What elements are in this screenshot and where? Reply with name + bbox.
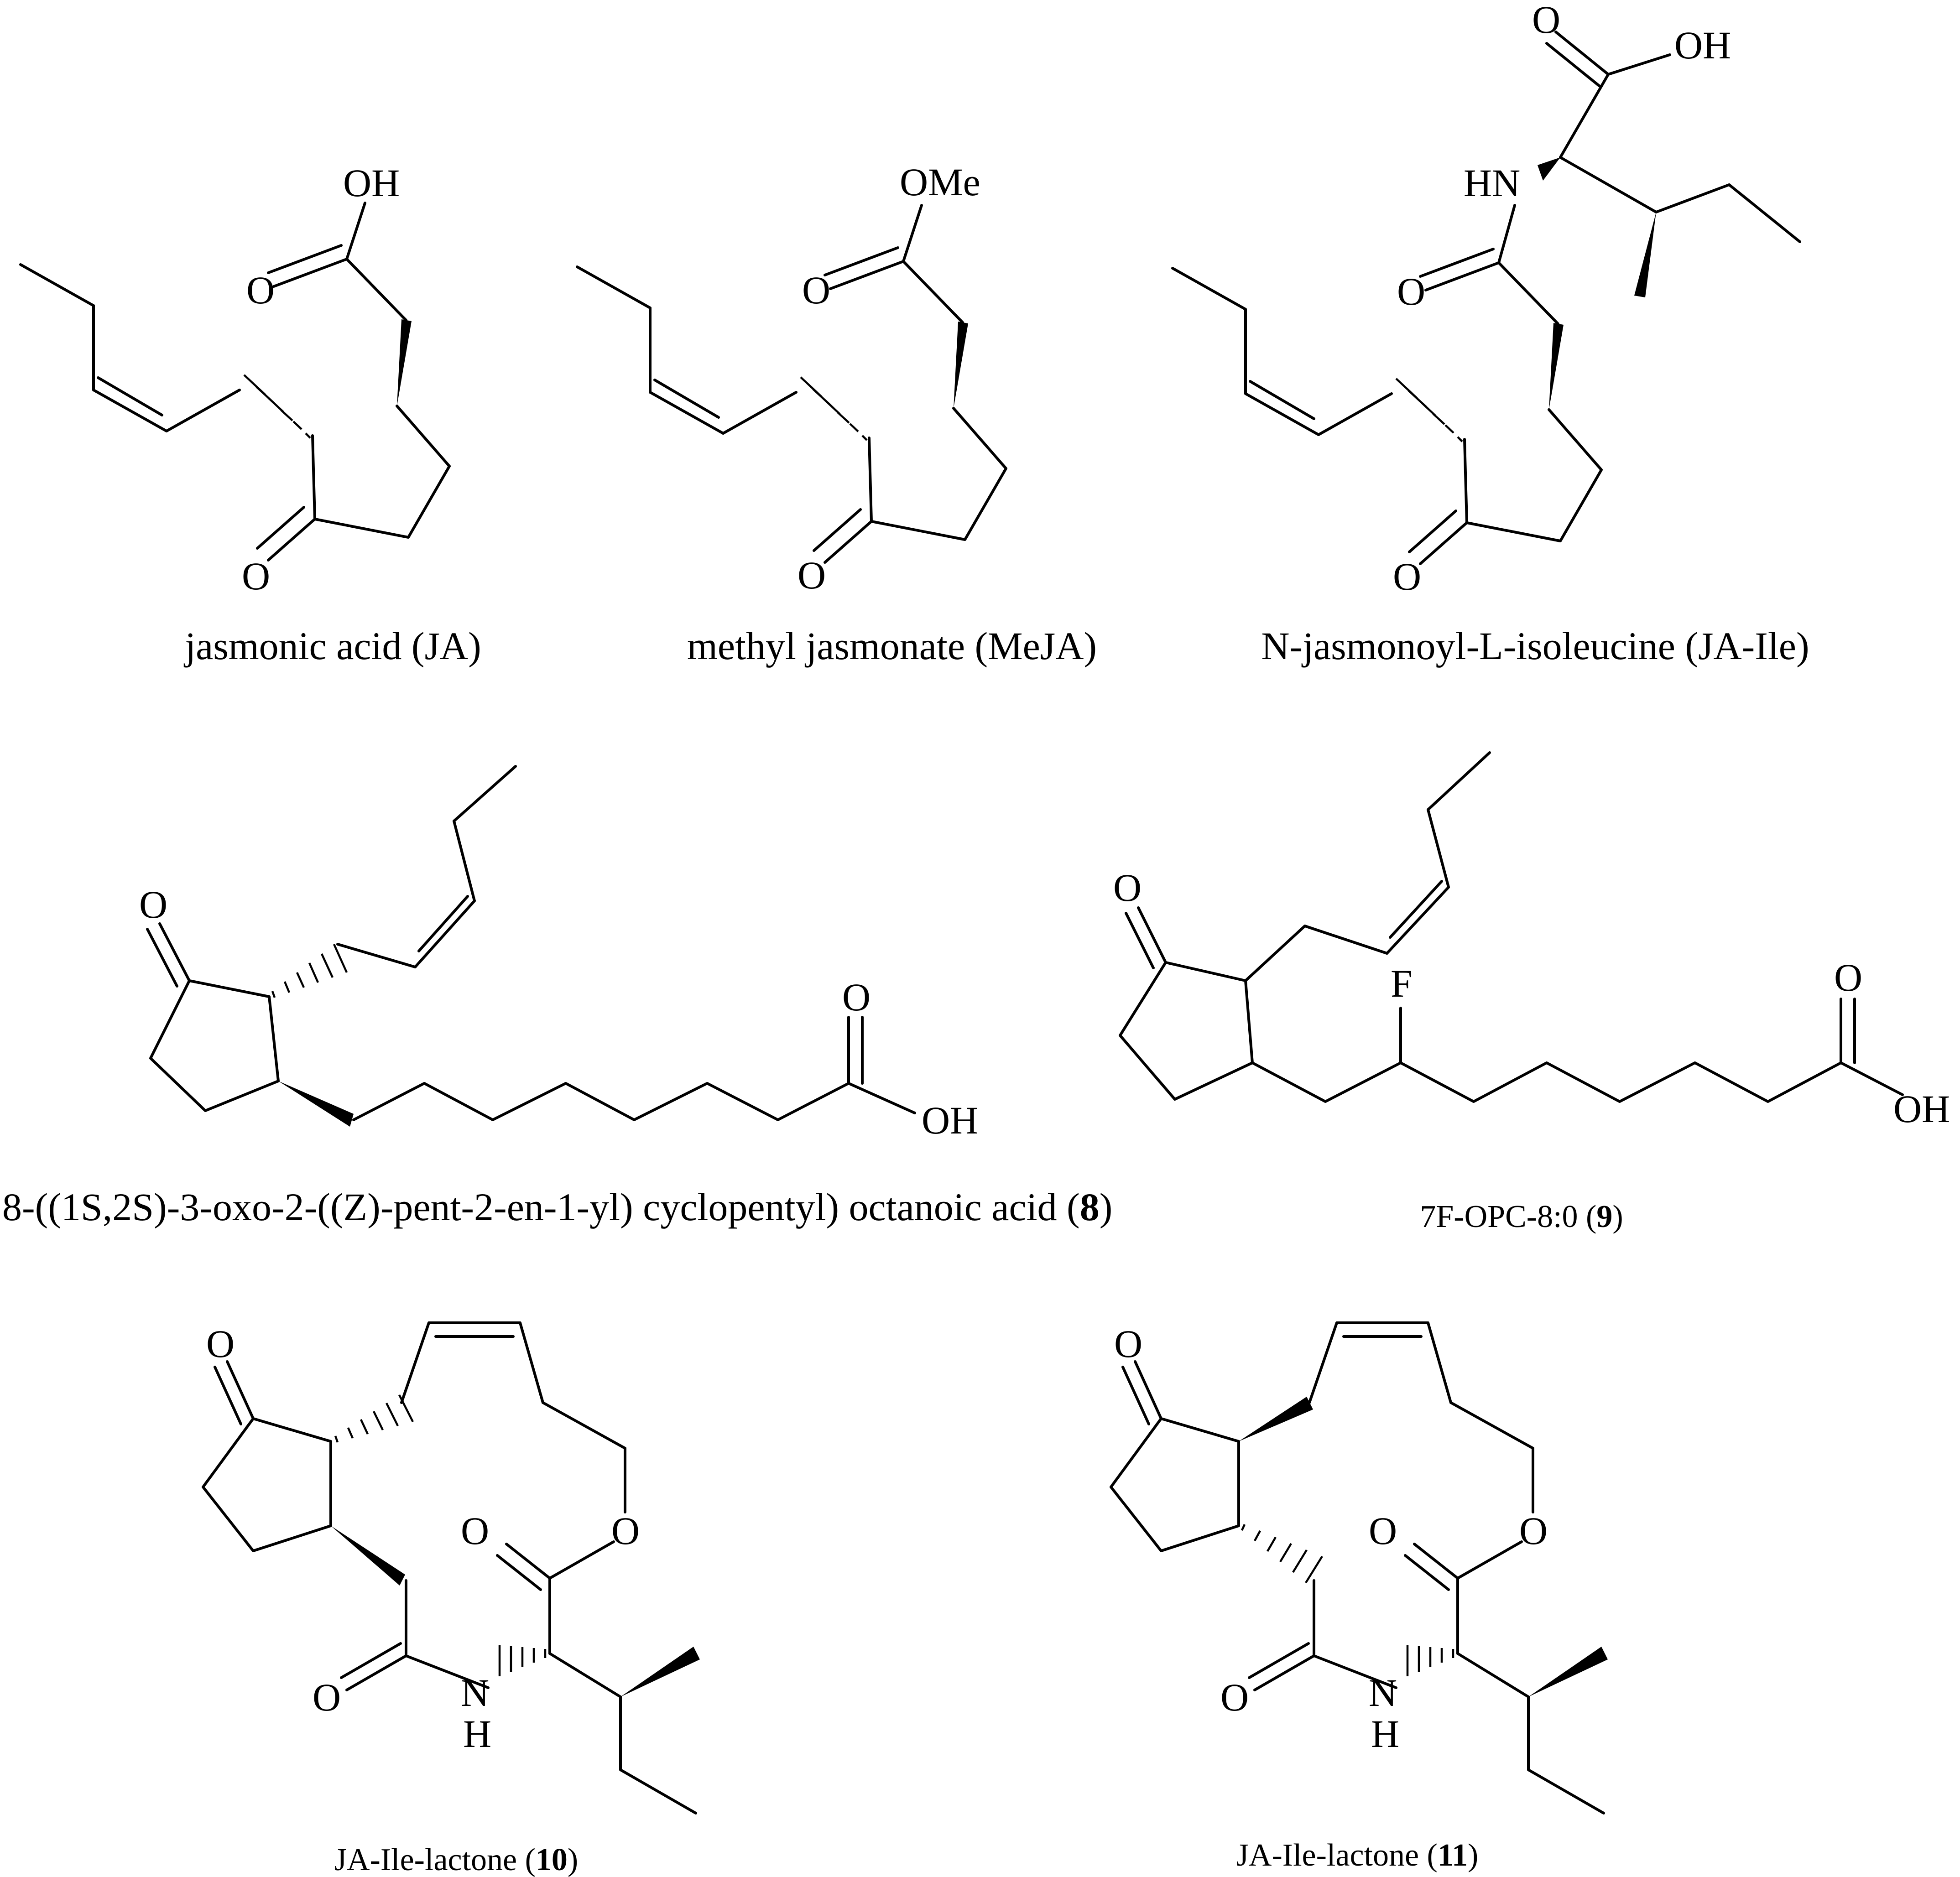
compound-11-ketone-oxygen-label: O bbox=[1114, 1322, 1142, 1366]
compound-10-nh-hashed-bond bbox=[498, 1645, 547, 1676]
methyl-jasmonate-hashed-bond bbox=[800, 376, 868, 441]
ja-ile-alpha-wedge-bond bbox=[1538, 157, 1560, 181]
methyl-jasmonate-caption: methyl jasmonate (MeJA) bbox=[687, 624, 1097, 668]
compound-10-ring-wedge-bond bbox=[331, 1526, 405, 1586]
jasmonic-acid-ketone-oxygen-label: O bbox=[242, 554, 270, 598]
ja-ile-acid-oxygen-label: O bbox=[1532, 0, 1560, 42]
compound-8-bonds bbox=[146, 765, 916, 1121]
ja-ile-methyl-wedge-bond bbox=[1634, 212, 1656, 297]
compound-10-caption: JA-Ile-lactone (10) bbox=[334, 1842, 578, 1877]
ja-ile-amide-nh-label: HN bbox=[1464, 161, 1520, 205]
jasmonic-acid-caption: jasmonic acid (JA) bbox=[183, 624, 481, 668]
compound-10-methyl-wedge-bond bbox=[620, 1647, 700, 1697]
ja-ile-ring-wedge-bond bbox=[1549, 323, 1564, 410]
ja-ile-amide-oxygen-label: O bbox=[1397, 270, 1425, 313]
methyl-jasmonate-methoxy-label: OMe bbox=[900, 160, 980, 204]
compound-11-nh-hashed-bond bbox=[1406, 1645, 1454, 1676]
compound-8-acid-oxygen-label: O bbox=[842, 975, 871, 1019]
ja-ile-bonds bbox=[1171, 31, 1801, 565]
compound-9-caption: 7F-OPC-8:0 (9) bbox=[1420, 1199, 1623, 1234]
compound-8-hashed-bond bbox=[271, 944, 348, 998]
compound-8-caption: 8-((1S,2S)-3-oxo-2-((Z)-pent-2-en-1-yl) … bbox=[2, 1185, 1112, 1229]
structure-compound-10: O O O O N H JA-Ile-lactone (10) bbox=[202, 1321, 700, 1877]
jasmonic-acid-wedge-bond bbox=[397, 319, 412, 406]
compound-11-methyl-wedge-bond bbox=[1528, 1647, 1608, 1697]
ja-ile-caption: N-jasmonoyl-L-isoleucine (JA-Ile) bbox=[1261, 624, 1809, 668]
methyl-jasmonate-wedge-bond bbox=[954, 322, 968, 408]
compound-10-bonds bbox=[202, 1321, 697, 1815]
compound-11-caption: JA-Ile-lactone (11) bbox=[1236, 1838, 1479, 1873]
compound-9-bonds bbox=[1119, 751, 1904, 1103]
compound-11-nitrogen-label: N bbox=[1369, 1671, 1397, 1715]
jasmonic-acid-hydroxyl-label: OH bbox=[343, 161, 400, 205]
structure-jasmonic-acid: OH O O jasmonic acid (JA) bbox=[19, 161, 481, 668]
compound-8-hydroxyl-label: OH bbox=[922, 1098, 978, 1142]
jasmonic-acid-carbonyl-oxygen-label: O bbox=[246, 268, 275, 312]
compound-10-ring-oxygen-label: O bbox=[611, 1509, 640, 1553]
compound-10-lactone-carbonyl-oxygen-label: O bbox=[461, 1509, 489, 1553]
compound-10-nitrogen-hydrogen-label: H bbox=[463, 1712, 491, 1756]
compound-11-ring-wedge-bond bbox=[1239, 1397, 1313, 1441]
methyl-jasmonate-ester-oxygen-label: O bbox=[802, 268, 830, 312]
structure-ja-ile: OH O HN O O N-jasmonoyl-L-isoleucine (JA… bbox=[1171, 0, 1809, 668]
compound-10-nitrogen-label: N bbox=[461, 1671, 489, 1715]
compound-8-ketone-oxygen-label: O bbox=[139, 883, 167, 926]
methyl-jasmonate-bonds bbox=[576, 204, 1007, 564]
compound-9-acid-oxygen-label: O bbox=[1834, 956, 1862, 999]
compound-11-bonds bbox=[1110, 1321, 1605, 1815]
ja-ile-hashed-bond bbox=[1395, 378, 1463, 442]
ja-ile-ketone-oxygen-label: O bbox=[1393, 555, 1421, 598]
compound-11-nitrogen-hydrogen-label: H bbox=[1371, 1712, 1399, 1756]
structure-compound-9: O F O OH 7F-OPC-8:0 (9) bbox=[1113, 751, 1950, 1234]
compound-11-amide-oxygen-label: O bbox=[1220, 1675, 1249, 1719]
compound-9-fluorine-label: F bbox=[1391, 962, 1413, 1005]
jasmonic-acid-bonds bbox=[19, 202, 451, 562]
compound-8-wedge-bond bbox=[278, 1081, 354, 1127]
structure-methyl-jasmonate: OMe O O methyl jasmonate (MeJA) bbox=[576, 160, 1097, 668]
structure-compound-11: O O O O N H JA-Ile-lactone (11) bbox=[1110, 1321, 1608, 1873]
compound-9-ketone-oxygen-label: O bbox=[1113, 866, 1142, 910]
methyl-jasmonate-ketone-oxygen-label: O bbox=[798, 553, 826, 597]
compound-11-lactone-carbonyl-oxygen-label: O bbox=[1369, 1509, 1397, 1553]
compound-11-hashed-bond bbox=[1241, 1524, 1323, 1584]
jasmonic-acid-hashed-bond bbox=[243, 374, 311, 439]
compound-10-hashed-bond bbox=[334, 1394, 414, 1443]
ja-ile-hydroxyl-label: OH bbox=[1674, 23, 1731, 67]
compound-9-hydroxyl-label: OH bbox=[1893, 1087, 1950, 1131]
compound-10-ketone-oxygen-label: O bbox=[206, 1322, 235, 1366]
structure-compound-8: O O OH 8-((1S,2S)-3-oxo-2-((Z)-pent-2-en… bbox=[2, 765, 1112, 1229]
compound-11-ring-oxygen-label: O bbox=[1519, 1509, 1548, 1553]
compound-10-amide-oxygen-label: O bbox=[313, 1675, 341, 1719]
